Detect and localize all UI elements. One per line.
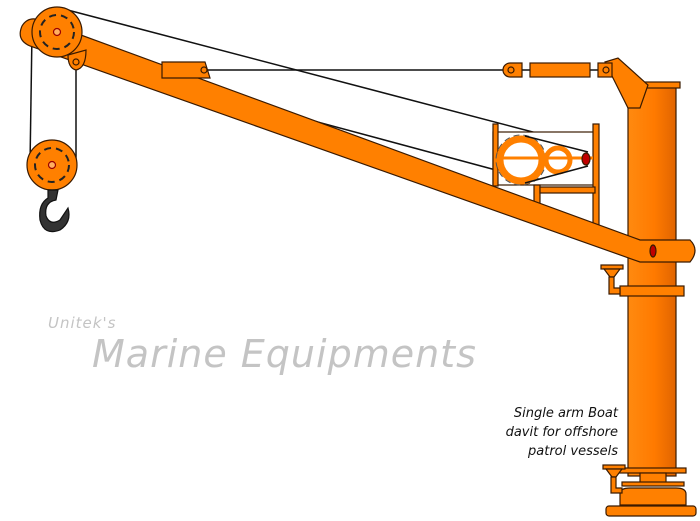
grease-cup-lower (602, 464, 626, 494)
brand-prefix: Unitek's (48, 314, 117, 332)
davit-boom (19, 18, 696, 263)
caption-line: patrol vessels (528, 444, 618, 459)
tie-rod (502, 62, 613, 78)
grease-cup-upper (600, 264, 624, 295)
upper-sheave (31, 6, 83, 58)
caption-line: davit for offshore (505, 425, 618, 440)
caption-line: Single arm Boat (513, 406, 618, 421)
caption: Single arm Boat davit for offshore patro… (506, 404, 618, 461)
brand-title: Marine Equipments (92, 332, 477, 376)
davit-column (604, 57, 697, 517)
lower-sheave (26, 139, 78, 191)
winch (492, 123, 600, 240)
hook-icon (39, 189, 70, 233)
